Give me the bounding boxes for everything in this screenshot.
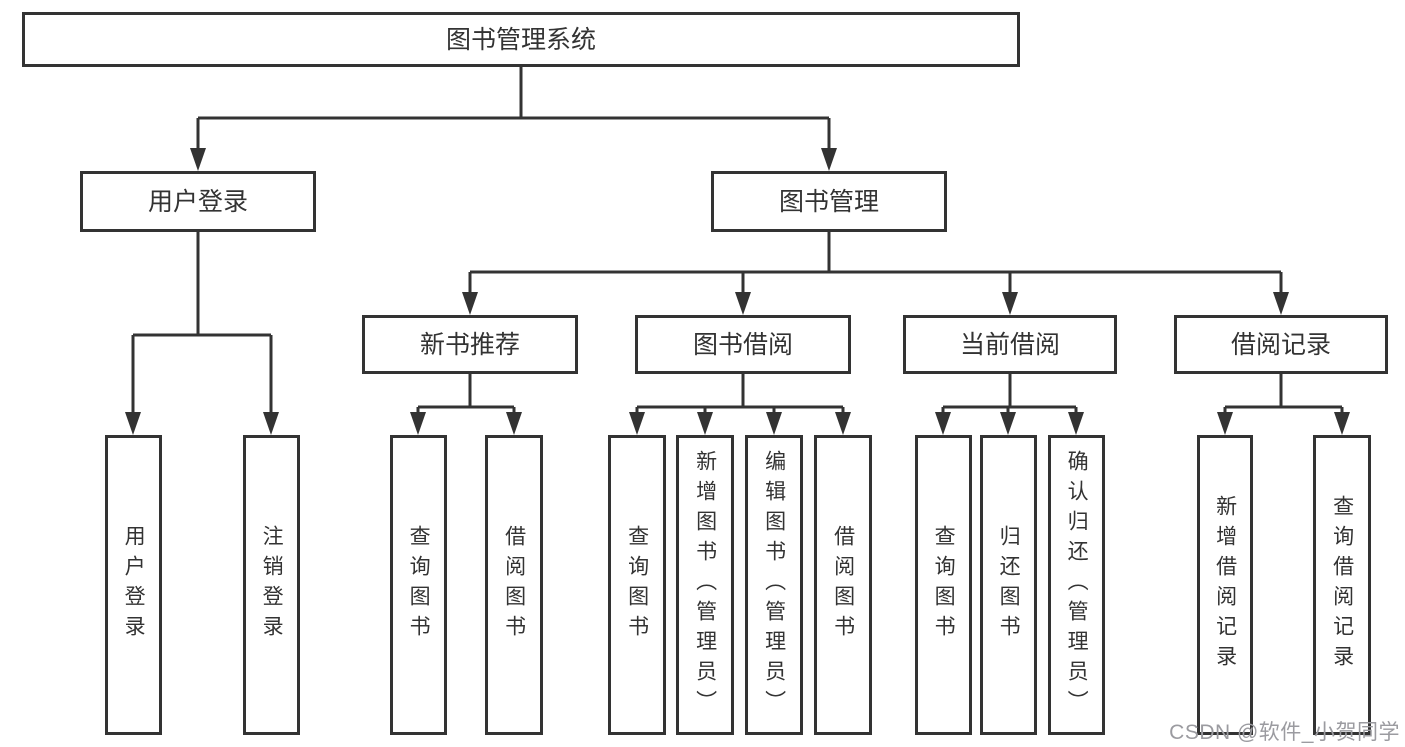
csdn-watermark: CSDN @软件_小贺同学 — [1169, 721, 1400, 744]
leaf-edit-book-admin: 编辑图书（管理员） — [745, 435, 803, 735]
leaf-confirm-return-admin: 确认归还（管理员） — [1048, 435, 1105, 735]
leaf-add-book-admin: 新增图书（管理员） — [676, 435, 734, 735]
leaf-query-books-borrow: 查询图书 — [608, 435, 666, 735]
node-root: 图书管理系统 — [22, 12, 1020, 67]
connector-book-management-to-level3 — [462, 232, 1289, 315]
connector-current-borrow-children — [935, 374, 1084, 435]
leaf-logout: 注销登录 — [243, 435, 300, 735]
connector-book-borrow-children — [629, 374, 851, 435]
node-new-book-recommend: 新书推荐 — [362, 315, 578, 374]
leaf-return-books: 归还图书 — [980, 435, 1037, 735]
node-borrow-records: 借阅记录 — [1174, 315, 1388, 374]
connector-root-to-level2 — [190, 67, 837, 171]
connector-borrow-records-children — [1217, 374, 1350, 435]
leaf-query-books-recommend: 查询图书 — [390, 435, 447, 735]
leaf-query-books-current: 查询图书 — [915, 435, 972, 735]
node-book-management: 图书管理 — [711, 171, 947, 232]
leaf-user-login: 用户登录 — [105, 435, 162, 735]
connector-user-login-children — [125, 232, 279, 435]
node-user-login: 用户登录 — [80, 171, 316, 232]
node-book-borrow: 图书借阅 — [635, 315, 851, 374]
leaf-query-borrow-record: 查询借阅记录 — [1313, 435, 1371, 735]
node-current-borrow: 当前借阅 — [903, 315, 1117, 374]
leaf-add-borrow-record: 新增借阅记录 — [1197, 435, 1253, 735]
leaf-borrow-books-recommend: 借阅图书 — [485, 435, 543, 735]
connector-new-book-children — [410, 374, 522, 435]
leaf-borrow-books: 借阅图书 — [814, 435, 872, 735]
